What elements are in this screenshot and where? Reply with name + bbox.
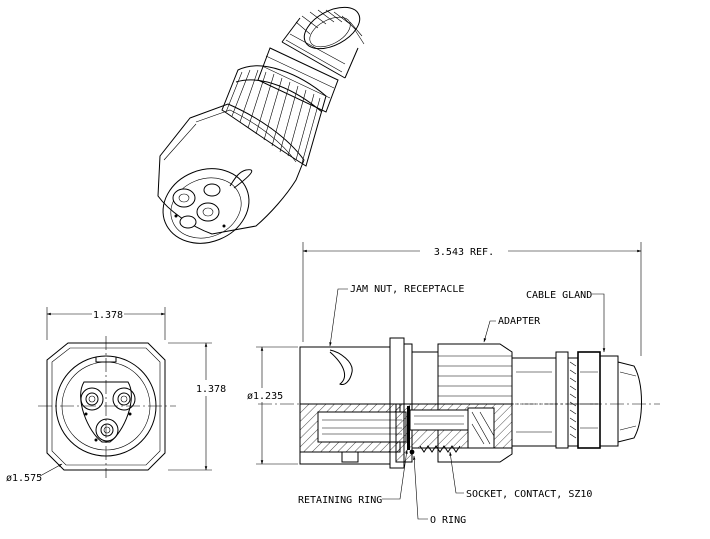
side-receptacle-shell: [299, 346, 407, 465]
overall-length-dim: 3.543 REF.: [434, 247, 494, 258]
callout-o-ring: O RING: [430, 515, 466, 526]
front-flange-outline: [46, 342, 166, 471]
callouts: JAM NUT, RECEPTACLE CABLE GLAND ADAPTER …: [298, 284, 606, 526]
iso-cable-gland: [281, 6, 365, 79]
iso-front-face: [162, 168, 253, 244]
callout-retaining-ring: RETAINING RING: [298, 495, 382, 506]
side-view: 3.543 REF.: [247, 242, 660, 469]
side-adapter: [407, 343, 513, 463]
front-contact-3: [95, 418, 119, 442]
iso-knurled-ring: [221, 65, 327, 167]
isometric-view: [157, 6, 365, 244]
iso-jam-nut: [157, 103, 305, 235]
front-height-dim: 1.378: [196, 384, 226, 395]
body-diameter-dim: ø1.235: [247, 391, 283, 402]
callout-cable-gland: CABLE GLAND: [526, 290, 592, 301]
front-width-dim: 1.378: [93, 310, 123, 321]
callout-adapter: ADAPTER: [498, 316, 541, 327]
side-cable-gland: [568, 351, 642, 449]
front-contact-2: [112, 387, 136, 411]
front-contact-1: [80, 387, 104, 411]
front-view: 1.378 1.378 ø1.575: [6, 307, 226, 484]
flange-diameter-dim: ø1.575: [6, 473, 42, 484]
side-rear-body: [512, 351, 569, 449]
callout-socket-contact: SOCKET, CONTACT, SZ10: [466, 489, 592, 500]
callout-jam-nut: JAM NUT, RECEPTACLE: [350, 284, 464, 295]
iso-adapter: [257, 47, 339, 113]
